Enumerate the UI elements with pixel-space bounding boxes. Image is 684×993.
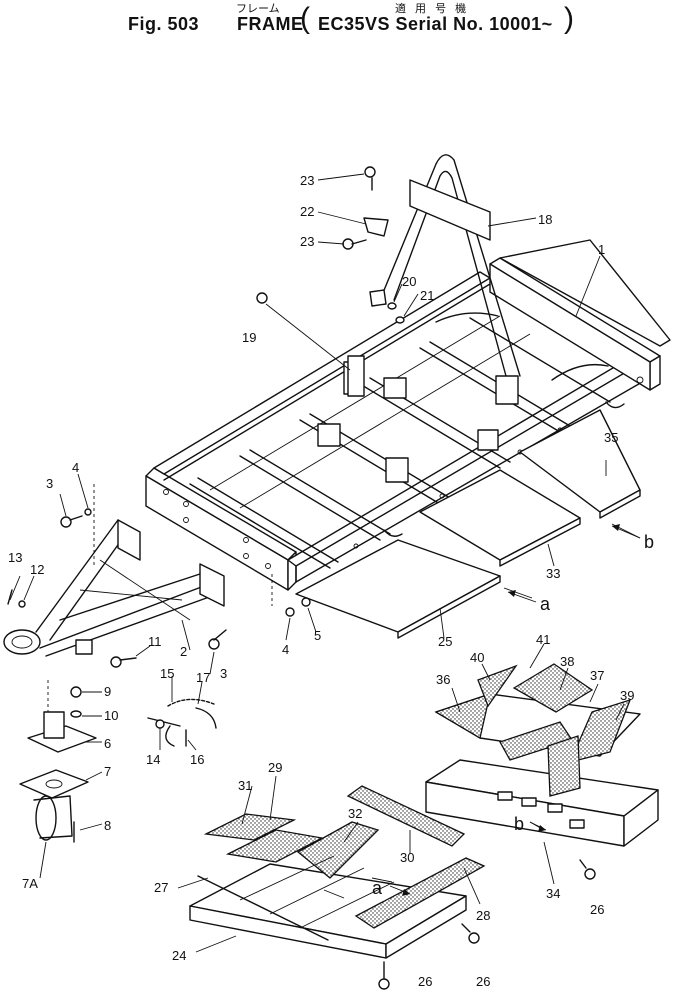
callout-17: 17 — [196, 670, 210, 685]
reference-mark-b: b — [514, 814, 524, 834]
cover-assembly — [425, 663, 659, 847]
callout-28: 28 — [476, 908, 490, 923]
callout-40: 40 — [470, 650, 484, 665]
callout-26: 26 — [418, 974, 432, 989]
figure-label: Fig. 503 — [128, 14, 200, 34]
callout-7: 7 — [104, 764, 111, 779]
callout-4: 4 — [72, 460, 79, 475]
callout-11: 11 — [148, 634, 162, 649]
callout-19: 19 — [242, 330, 256, 345]
callout-1: 1 — [598, 242, 605, 257]
applicable-serial-label: 適 用 号 機 — [395, 3, 470, 15]
rops-bar — [347, 154, 521, 405]
callout-25: 25 — [438, 634, 452, 649]
callout-15: 15 — [160, 666, 174, 681]
callout-23: 23 — [300, 234, 314, 249]
callout-39: 39 — [620, 688, 634, 703]
reference-mark-a: a — [372, 878, 383, 898]
title-katakana: フレーム — [236, 3, 280, 15]
callout-9: 9 — [104, 684, 111, 699]
main-frame — [145, 239, 671, 591]
callout-6: 6 — [104, 736, 111, 751]
callout-20: 20 — [402, 274, 416, 289]
reference-mark-a: a — [540, 594, 551, 614]
paren-right: ) — [564, 2, 574, 35]
callout-41: 41 — [536, 632, 550, 647]
callout-8: 8 — [104, 818, 111, 833]
figure-title: FRAME — [237, 14, 304, 34]
callout-4: 4 — [282, 642, 289, 657]
callout-33: 33 — [546, 566, 560, 581]
reference-mark-b: b — [644, 532, 654, 552]
serial-range: EC35VS Serial No. 10001~ — [318, 14, 553, 34]
callout-31: 31 — [238, 778, 252, 793]
callout-3: 3 — [46, 476, 53, 491]
callout-32: 32 — [348, 806, 362, 821]
under-cover — [189, 785, 486, 959]
drawbar — [3, 519, 225, 657]
callout-5: 5 — [314, 628, 321, 643]
callout-38: 38 — [560, 654, 574, 669]
leader-lines — [9, 173, 641, 953]
callout-37: 37 — [590, 668, 604, 683]
callout-3: 3 — [220, 666, 227, 681]
callout-21: 21 — [420, 288, 434, 303]
callout-18: 18 — [538, 212, 552, 227]
fasteners — [7, 166, 596, 990]
floor-panels — [295, 409, 641, 639]
reference-marks: a a b b — [372, 524, 654, 898]
callout-13: 13 — [8, 550, 22, 565]
callout-22: 22 — [300, 204, 314, 219]
callout-29: 29 — [268, 760, 282, 775]
callout-30: 30 — [400, 850, 414, 865]
callout-26: 26 — [590, 902, 604, 917]
callout-36: 36 — [436, 672, 450, 687]
caster-assembly — [19, 686, 97, 843]
callout-14: 14 — [146, 752, 160, 767]
callout-26: 26 — [476, 974, 490, 989]
callout-7a: 7A — [22, 876, 38, 891]
paren-left: ( — [300, 2, 310, 35]
callout-34: 34 — [546, 886, 560, 901]
callout-12: 12 — [30, 562, 44, 577]
callout-16: 16 — [190, 752, 204, 767]
callout-labels: 1 2 3 3 4 4 5 6 7 7A 8 9 10 11 12 13 14 … — [8, 173, 634, 989]
callout-35: 35 — [604, 430, 618, 445]
callout-23: 23 — [300, 173, 314, 188]
callout-2: 2 — [180, 644, 187, 659]
callout-10: 10 — [104, 708, 118, 723]
callout-24: 24 — [172, 948, 186, 963]
callout-27: 27 — [154, 880, 168, 895]
pin-parts — [147, 698, 217, 747]
